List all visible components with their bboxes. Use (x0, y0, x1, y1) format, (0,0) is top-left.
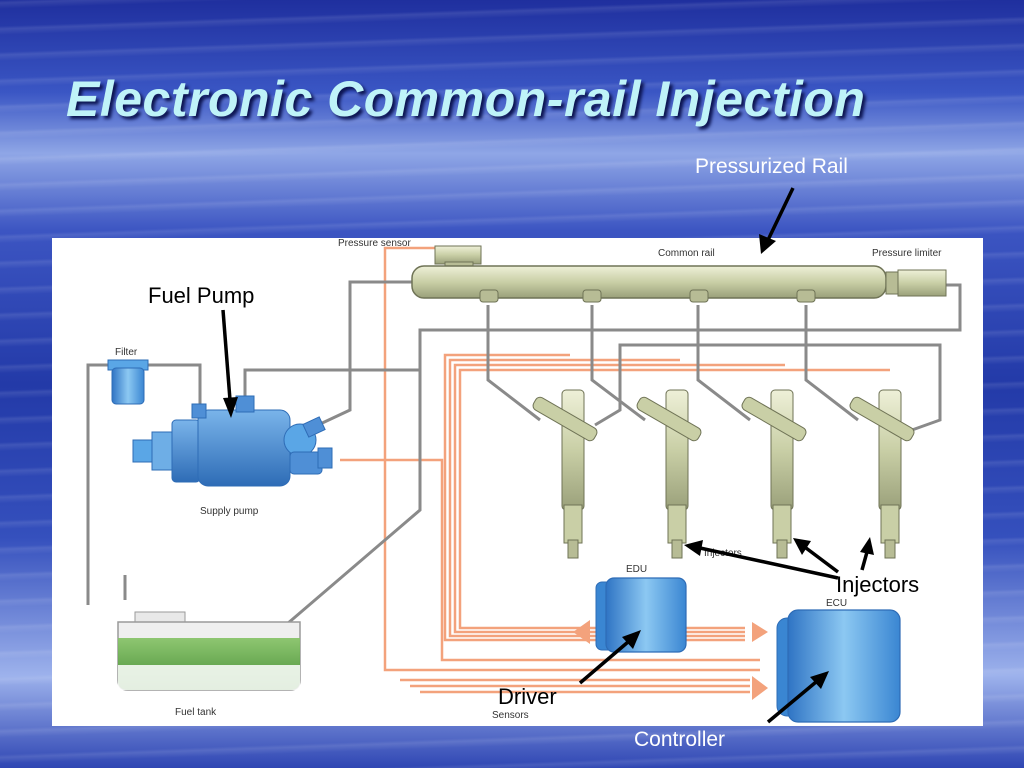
fuel-pump-arrow-line (221, 309, 232, 401)
pressurized-rail-arrowhead (759, 234, 776, 254)
pressurized-rail-arrow-line (766, 187, 795, 241)
callout-fuel-pump: Fuel Pump (148, 283, 255, 308)
slide-title: Electronic Common-rail Injection (66, 71, 866, 127)
driver-arrowhead (622, 630, 641, 649)
pump-return-line (243, 368, 420, 405)
label-edu: EDU (626, 564, 647, 575)
injector-4 (849, 389, 915, 559)
controller-arrow-line (766, 680, 818, 724)
controller-arrowhead (810, 671, 829, 689)
fuel-pump-arrowhead (223, 397, 238, 418)
label-filter: Filter (115, 347, 138, 358)
injector-2 (636, 389, 702, 559)
injectors-arrow-line-1 (699, 546, 839, 580)
fuel-tank (117, 611, 301, 691)
supply-pump (132, 395, 333, 487)
common-rail (411, 265, 947, 303)
ecu-unit (776, 609, 901, 723)
injector-return-line (594, 343, 942, 432)
callout-arrows (221, 187, 874, 724)
edu-input-arrow (573, 620, 590, 644)
injectors-arrowhead-1 (684, 540, 703, 556)
pump-to-rail-line (317, 280, 412, 427)
rail-to-injector-2 (590, 305, 646, 422)
label-sensors: Sensors (492, 710, 529, 721)
pump-signal-wire (340, 458, 760, 662)
filter (107, 359, 149, 405)
tank-to-filter-line (86, 363, 110, 605)
filter-to-pump-line (145, 363, 202, 410)
edu-unit (595, 577, 687, 653)
label-pressure-sensor: Pressure sensor (338, 238, 411, 249)
ecu-input-arrow (752, 676, 768, 700)
callout-controller: Controller (634, 728, 726, 751)
label-supply-pump: Supply pump (200, 506, 259, 517)
fuel-lines (86, 280, 962, 632)
callout-injectors: Injectors (836, 572, 920, 597)
injector-1 (532, 389, 598, 559)
injectors-arrowhead-3 (860, 537, 874, 555)
label-fuel-tank: Fuel tank (175, 707, 217, 718)
label-common-rail: Common rail (658, 248, 715, 259)
injectors-arrow-line-2 (804, 546, 840, 574)
label-pressure-limiter: Pressure limiter (872, 248, 942, 259)
return-to-tank-line (279, 283, 962, 632)
injector-wire-1 (443, 353, 745, 642)
callout-pressurized-rail: Pressurized Rail (695, 155, 848, 178)
rail-to-injector-1 (486, 305, 541, 422)
callout-driver: Driver (498, 684, 557, 709)
injector-3 (741, 389, 807, 559)
label-ecu: ECU (826, 598, 847, 609)
rail-to-injector-3 (696, 305, 751, 422)
injectors-arrow-line-3 (860, 551, 869, 571)
rail-to-injector-4 (804, 305, 859, 422)
edu-output-arrow (752, 622, 768, 642)
injectors-arrowhead-2 (793, 538, 811, 555)
driver-arrow-line (578, 640, 630, 685)
